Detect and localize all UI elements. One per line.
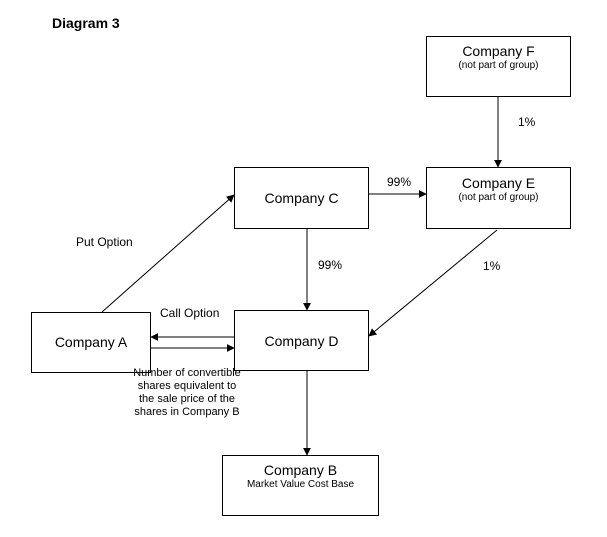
shares-note: Number of convertible shares equivalent … xyxy=(133,367,241,418)
company-f-name: Company F xyxy=(462,43,535,59)
company-d-name: Company D xyxy=(264,333,339,349)
company-e-sub: (not part of group) xyxy=(458,192,539,203)
company-f-box: Company F (not part of group) xyxy=(426,36,571,97)
company-c-box: Company C xyxy=(234,167,369,229)
arrow-e-to-d xyxy=(368,229,498,337)
diagram-title: Diagram 3 xyxy=(52,15,120,31)
company-d-box: Company D xyxy=(234,310,369,371)
put-option-label: Put Option xyxy=(76,235,133,249)
f-to-e-percent: 1% xyxy=(518,115,536,129)
company-b-name: Company B xyxy=(263,462,338,478)
company-b-sub: Market Value Cost Base xyxy=(246,479,355,490)
e-to-d-percent: 1% xyxy=(483,259,501,273)
c-to-e-percent: 99% xyxy=(387,175,412,189)
company-c-name: Company C xyxy=(264,190,339,206)
arrow-a-to-c xyxy=(101,194,235,313)
company-b-box: Company B Market Value Cost Base xyxy=(222,455,379,516)
company-e-name: Company E xyxy=(461,175,536,191)
call-option-label: Call Option xyxy=(160,306,220,320)
company-f-sub: (not part of group) xyxy=(458,60,539,71)
c-to-d-percent: 99% xyxy=(318,258,343,272)
company-a-box: Company A xyxy=(31,312,151,373)
company-a-name: Company A xyxy=(54,334,128,350)
company-e-box: Company E (not part of group) xyxy=(426,167,571,229)
